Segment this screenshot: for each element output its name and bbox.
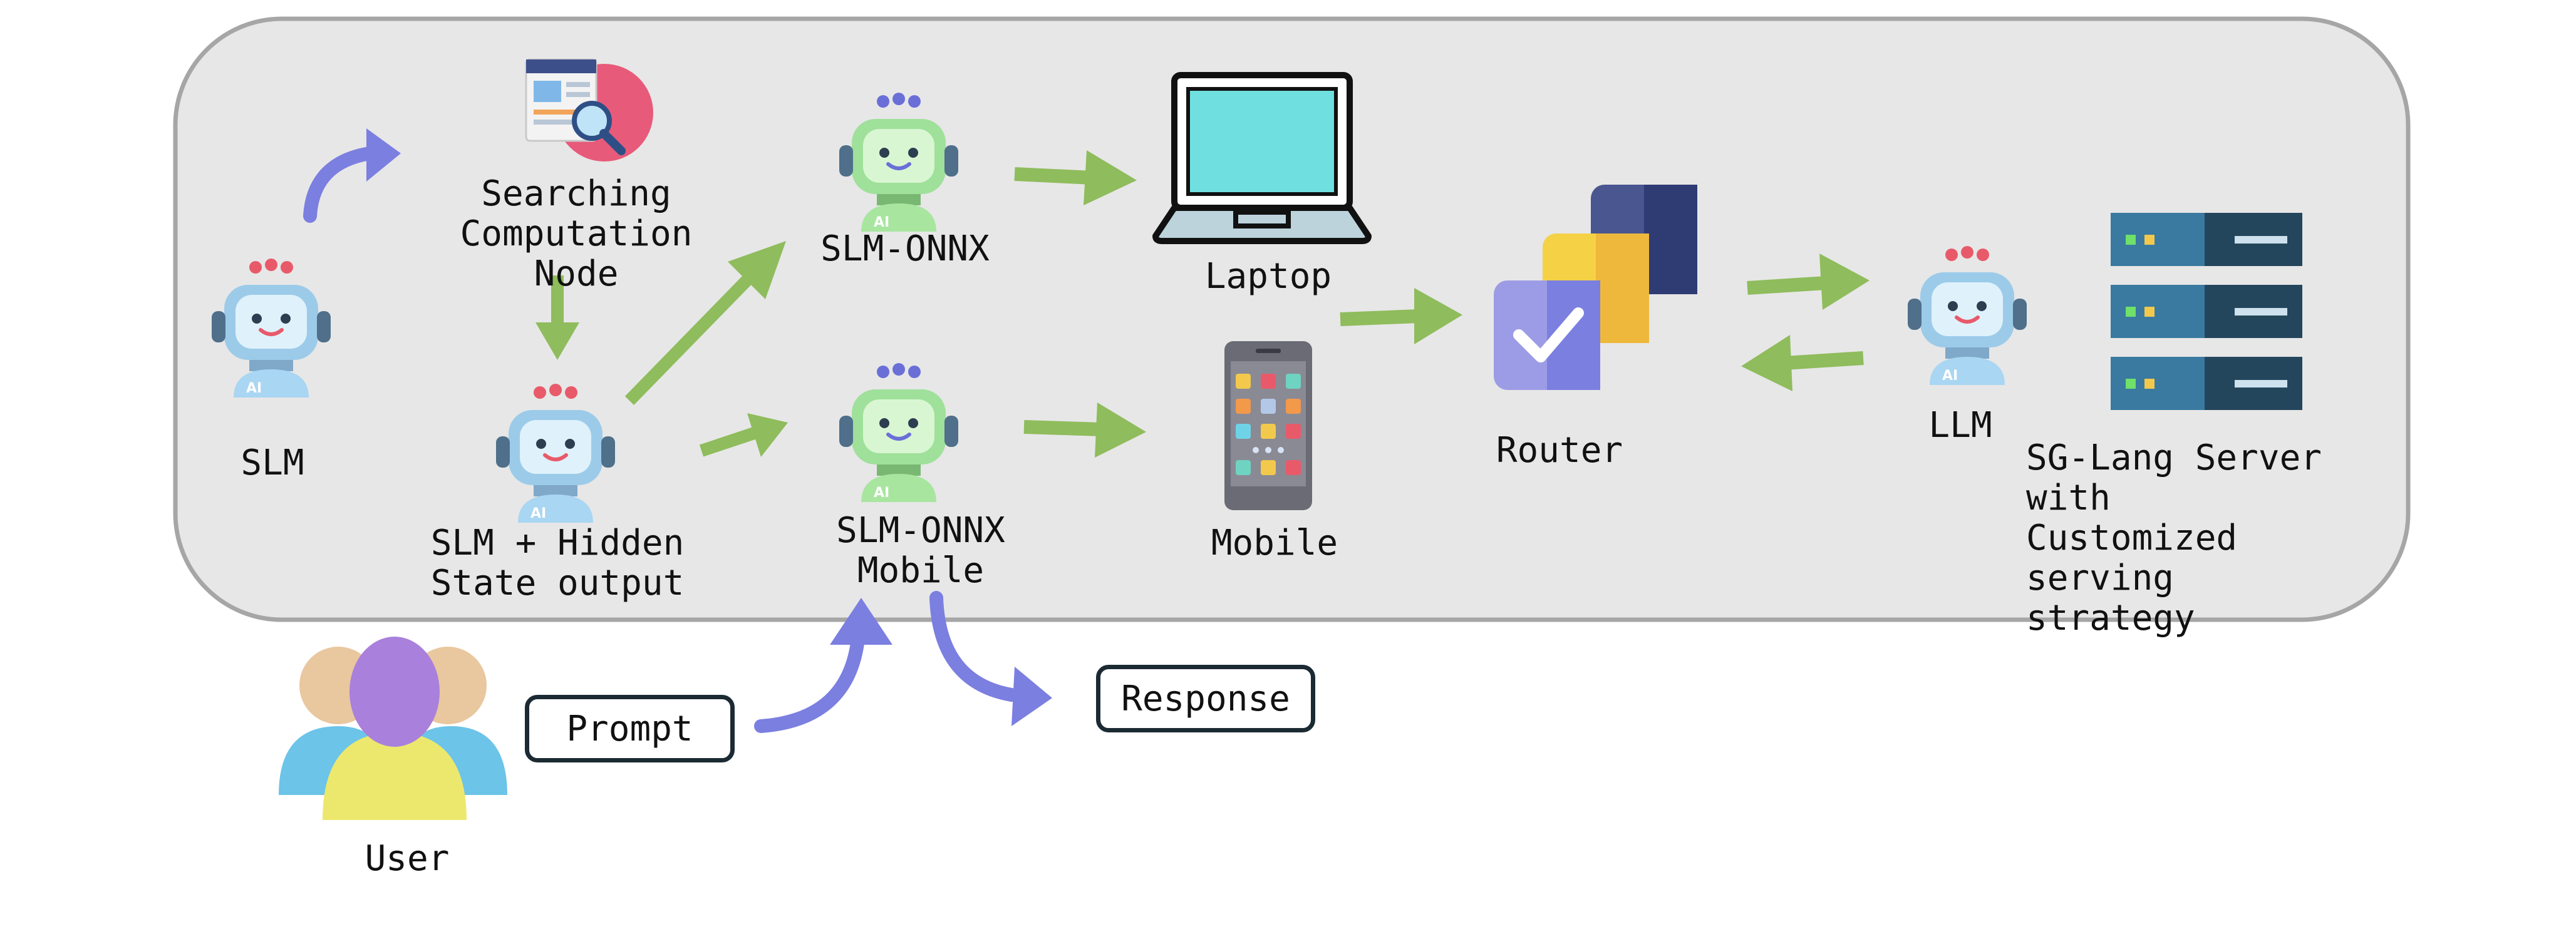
node-label-search: Searching Computation Node bbox=[460, 173, 693, 294]
node-label-laptop: Laptop bbox=[1204, 256, 1332, 297]
user-group-icon bbox=[279, 637, 507, 820]
node-label-slm-onnx-mobile: SLM-ONNX Mobile bbox=[836, 510, 1005, 591]
purple-arrows bbox=[303, 128, 1052, 733]
laptop-icon bbox=[1152, 72, 1372, 244]
node-label-mobile: Mobile bbox=[1211, 523, 1338, 563]
node-label-router: Router bbox=[1496, 430, 1623, 471]
router-stack-icon bbox=[1494, 185, 1697, 390]
server-rack-icon bbox=[2111, 213, 2302, 410]
arrow-onnx-to-response bbox=[929, 591, 1052, 726]
arrow-search-to-slm-hidden bbox=[535, 275, 579, 360]
prompt-box: Prompt bbox=[525, 695, 735, 762]
arrow-onnx-to-laptop bbox=[1014, 150, 1137, 205]
node-label-slm-hidden: SLM + Hidden State output bbox=[430, 523, 685, 603]
arrow-router-to-llm bbox=[1747, 254, 1870, 310]
green-arrows bbox=[535, 150, 1870, 458]
arrow-prompt-to-onnx bbox=[754, 598, 892, 733]
node-label-slm-onnx: SLM-ONNX bbox=[820, 228, 990, 269]
search-document-icon bbox=[525, 58, 653, 162]
arrow-laptop-to-router bbox=[1340, 288, 1462, 344]
arrow-slm-hidden-to-onnx bbox=[624, 241, 786, 405]
node-label-slm: SLM bbox=[241, 443, 304, 483]
response-box: Response bbox=[1096, 665, 1315, 732]
node-label-llm: LLM bbox=[1928, 405, 1992, 446]
node-label-user: User bbox=[365, 838, 450, 879]
system-panel bbox=[173, 16, 2411, 622]
arrow-onnx-mobile-to-mobile bbox=[1023, 403, 1146, 458]
arrow-slm-hidden-to-onnx-mobile bbox=[699, 413, 788, 457]
smartphone-icon bbox=[1224, 341, 1312, 510]
arrow-llm-to-router bbox=[1741, 335, 1864, 391]
node-label-server: SG-Lang Server with Customized serving s… bbox=[2026, 438, 2322, 639]
arrow-slm-curl bbox=[303, 128, 401, 223]
